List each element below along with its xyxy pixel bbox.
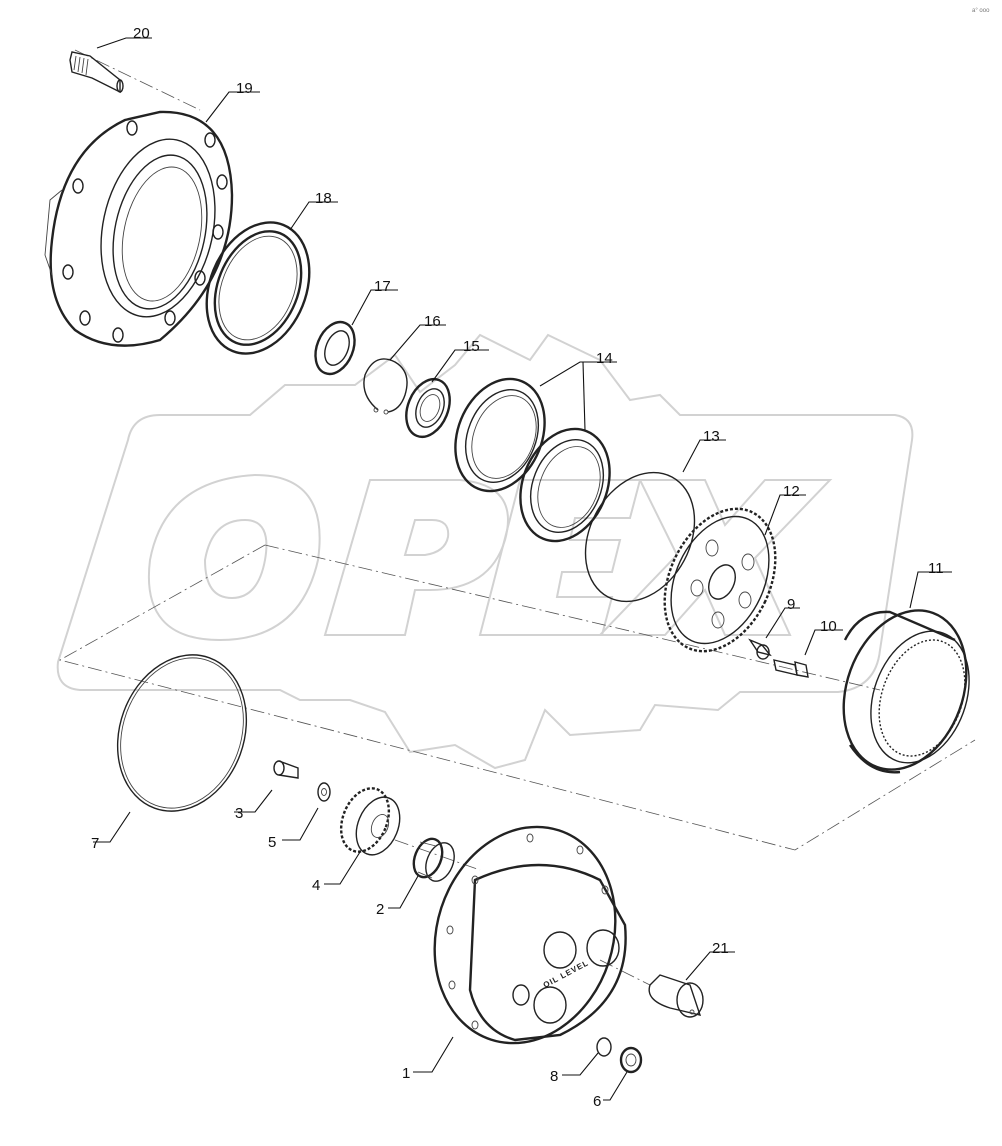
callout-12: 12: [783, 483, 800, 500]
callout-9: 9: [787, 596, 795, 613]
part-12-gear-plate: [663, 507, 777, 653]
callout-6: 6: [593, 1093, 601, 1110]
callout-14: 14: [596, 350, 613, 367]
callout-15: 15: [463, 338, 480, 355]
callout-13: 13: [703, 428, 720, 445]
part-13-o-ring: [584, 471, 696, 603]
leader-lines: [93, 37, 952, 1101]
watermark-letter-p: [323, 479, 509, 636]
part-8-small-o-ring: [596, 1037, 612, 1057]
callout-21: 21: [712, 940, 729, 957]
watermark-letter-x: [597, 479, 833, 636]
part-19-flange-housing: [44, 110, 234, 347]
callout-19: 19: [236, 80, 253, 97]
callout-5: 5: [268, 834, 276, 851]
part-15-bearing: [405, 377, 451, 439]
part-21-plug: [648, 974, 704, 1018]
part-3-pin: [273, 760, 299, 779]
watermark-gear-outline: [56, 333, 914, 770]
part-6-plug: [619, 1046, 643, 1074]
part-5-washer: [317, 782, 331, 802]
callout-7: 7: [91, 835, 99, 852]
part-4-planet-gear: [339, 787, 401, 856]
part-2-needle-bearing: [412, 837, 455, 882]
callout-4: 4: [312, 877, 320, 894]
callout-16: 16: [424, 313, 441, 330]
callout-2: 2: [376, 901, 384, 918]
callout-11: 11: [928, 560, 944, 577]
callout-labels: 20 19 18 17 16 15 14 13 12 9 10 11 7 3 5…: [91, 25, 944, 1110]
callout-20: 20: [133, 25, 150, 42]
corner-mark: a° ooo: [972, 8, 990, 14]
part-7-large-o-ring: [116, 654, 248, 812]
part-9-bushing: [748, 638, 772, 660]
callout-17: 17: [374, 278, 391, 295]
callout-8: 8: [550, 1068, 558, 1085]
watermark-letter-o: [147, 473, 321, 642]
part-16-snap-ring: [363, 358, 408, 415]
callout-10: 10: [820, 618, 837, 635]
part-11-ring-gear: [842, 609, 970, 774]
part-20-stud: [69, 51, 124, 94]
callout-18: 18: [315, 190, 332, 207]
watermark-logo: [56, 333, 914, 770]
callout-3: 3: [235, 805, 243, 822]
part-18-seal: [205, 221, 311, 355]
part-14-taper-bearing: [454, 377, 611, 543]
callout-1: 1: [402, 1065, 410, 1082]
part-17-small-seal: [314, 320, 356, 376]
part-10-bolt: [773, 659, 809, 678]
